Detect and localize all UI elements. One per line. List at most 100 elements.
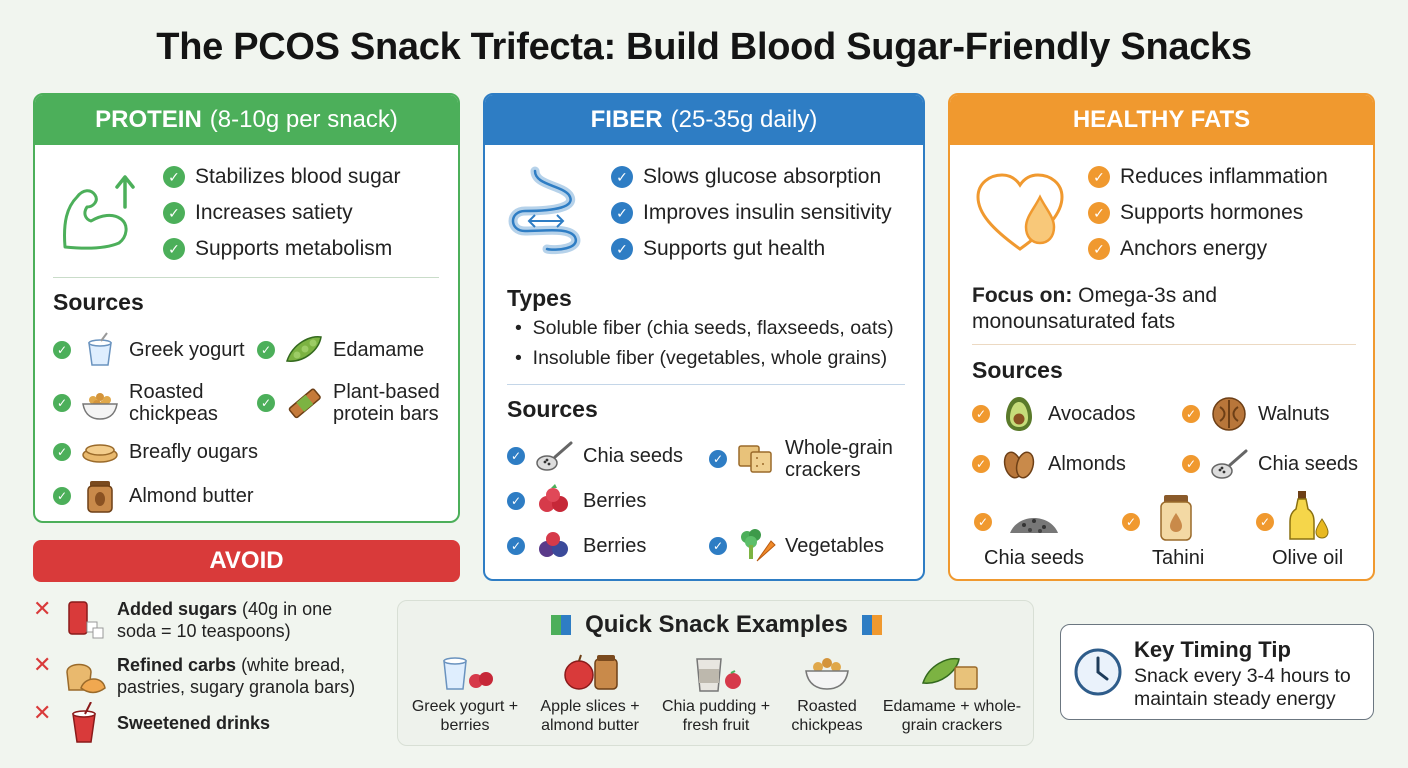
fiber-card: FIBER (25-35g daily) ✓Slows glucose abso… bbox=[483, 93, 925, 581]
check-icon: ✓ bbox=[1182, 405, 1200, 423]
check-icon: ✓ bbox=[257, 341, 275, 359]
fiber-types-heading: Types bbox=[507, 285, 572, 311]
fiber-subheading: (25-35g daily) bbox=[670, 106, 818, 133]
quick-snack-item-2: Apple slices + almond butter bbox=[530, 651, 650, 735]
spoon-seeds-icon bbox=[536, 441, 573, 471]
protein-source-greek-yogurt: ✓ Greek yogurt bbox=[53, 331, 245, 369]
avoid-item-added-sugars: ✕ Added sugars (40g in one soda = 10 tea… bbox=[33, 596, 333, 642]
timing-tip-text: Snack every 3-4 hours to maintain steady… bbox=[1134, 665, 1351, 710]
fats-source-chia-seeds: ✓ Chia seeds bbox=[1182, 445, 1358, 483]
bread-slices-icon bbox=[82, 444, 118, 463]
fats-source-chia-seeds-2: Chia seeds bbox=[984, 547, 1085, 569]
almonds-icon bbox=[1003, 451, 1035, 479]
fats-benefit-3: ✓Anchors energy bbox=[1088, 237, 1267, 261]
fats-focus: Focus on: Omega-3s and monounsaturated f… bbox=[972, 283, 1272, 335]
check-icon: ✓ bbox=[1088, 166, 1110, 188]
quick-snack-panel: Quick Snack Examples Greek yogurt + berr… bbox=[397, 600, 1034, 746]
color-swatch-icon bbox=[871, 615, 882, 635]
check-icon: ✓ bbox=[709, 450, 727, 468]
fats-header: HEALTHY FATS bbox=[950, 95, 1373, 145]
olive-oil-bottle-icon bbox=[1289, 491, 1329, 540]
heart-drop-icon bbox=[976, 173, 1064, 251]
intestine-icon bbox=[508, 166, 581, 255]
timing-tip-heading: Key Timing Tip bbox=[1134, 637, 1291, 662]
check-icon: ✓ bbox=[972, 405, 990, 423]
color-swatch-icon bbox=[551, 615, 562, 635]
check-icon: ✓ bbox=[1122, 513, 1140, 531]
broccoli-carrot-icon bbox=[741, 529, 776, 562]
avoid-item-refined-carbs: ✕ Refined carbs (white bread, pastries, … bbox=[33, 652, 356, 698]
fats-source-olive-oil: Olive oil bbox=[1272, 547, 1344, 569]
divider bbox=[53, 277, 439, 278]
fiber-sources-heading: Sources bbox=[507, 396, 598, 422]
spoon-seeds-icon bbox=[1211, 449, 1248, 479]
check-icon: ✓ bbox=[507, 447, 525, 465]
fats-source-avocados: ✓ Avocados bbox=[972, 395, 1135, 433]
check-icon: ✓ bbox=[1182, 455, 1200, 473]
protein-benefit-2: ✓Increases satiety bbox=[163, 201, 353, 225]
fiber-source-chia-seeds: ✓ Chia seeds bbox=[507, 437, 683, 475]
check-icon: ✓ bbox=[163, 202, 185, 224]
soda-can-icon bbox=[68, 601, 104, 639]
page-title: The PCOS Snack Trifecta: Build Blood Sug… bbox=[156, 26, 1252, 68]
yogurt-berries-icon bbox=[443, 657, 493, 690]
edamame-crackers-icon bbox=[921, 657, 978, 690]
check-icon: ✓ bbox=[974, 513, 992, 531]
fats-focus-label: Focus on: bbox=[972, 284, 1073, 307]
check-icon: ✓ bbox=[1088, 238, 1110, 260]
quick-snack-item-4: Roasted chickpeas bbox=[782, 651, 872, 735]
check-icon: ✓ bbox=[611, 238, 633, 260]
check-icon: ✓ bbox=[163, 166, 185, 188]
protein-subheading: (8-10g per snack) bbox=[209, 106, 398, 133]
check-icon: ✓ bbox=[53, 487, 71, 505]
protein-source-3: ✓ Breafly ougars bbox=[53, 433, 258, 471]
fiber-source-vegetables: ✓ Vegetables bbox=[709, 527, 884, 565]
edamame-icon bbox=[285, 335, 322, 362]
almond-butter-jar-icon bbox=[87, 481, 113, 513]
protein-source-edamame: ✓ Edamame bbox=[257, 331, 424, 369]
fiber-benefit-3: ✓Supports gut health bbox=[611, 237, 825, 261]
avoid-item-sweetened-drinks: ✕ Sweetened drinks bbox=[33, 702, 270, 744]
yogurt-cup-icon bbox=[88, 332, 112, 366]
cup-straw-icon bbox=[72, 702, 96, 743]
x-icon: ✕ bbox=[33, 596, 52, 621]
quick-snack-item-5: Edamame + whole-grain crackers bbox=[874, 651, 1030, 735]
walnut-icon bbox=[1212, 397, 1246, 431]
divider bbox=[507, 384, 905, 385]
fats-heading: HEALTHY FATS bbox=[1072, 106, 1251, 133]
bread-croissant-icon bbox=[66, 663, 106, 694]
protein-sources-heading: Sources bbox=[53, 289, 144, 315]
fats-card: HEALTHY FATS ✓Reduces inflammation ✓Supp… bbox=[948, 93, 1375, 581]
protein-source-almond-butter: ✓ Almond butter bbox=[53, 477, 254, 515]
x-icon: ✕ bbox=[33, 700, 52, 725]
tahini-jar-icon bbox=[1160, 495, 1192, 541]
color-swatch-icon bbox=[861, 615, 872, 635]
crackers-icon bbox=[738, 445, 772, 473]
flexed-arm-icon bbox=[63, 175, 135, 250]
check-icon: ✓ bbox=[507, 537, 525, 555]
check-icon: ✓ bbox=[163, 238, 185, 260]
protein-heading: PROTEIN bbox=[95, 106, 202, 133]
avocado-icon bbox=[1006, 397, 1032, 431]
protein-bar-icon bbox=[288, 388, 321, 419]
fiber-source-whole-grain-crackers: ✓ Whole-grain crackers bbox=[709, 437, 905, 481]
mixed-berries-icon bbox=[539, 532, 568, 557]
chickpea-bowl-icon bbox=[82, 393, 118, 420]
chia-seed-pile-icon bbox=[1010, 518, 1058, 533]
color-swatch-icon bbox=[561, 615, 572, 635]
fiber-type-insoluble: • Insoluble fiber (vegetables, whole gra… bbox=[515, 347, 888, 369]
fiber-header: FIBER (25-35g daily) bbox=[485, 95, 923, 145]
raspberries-icon bbox=[539, 484, 568, 512]
protein-header: PROTEIN (8-10g per snack) bbox=[35, 95, 458, 145]
fats-source-tahini: Tahini bbox=[1152, 547, 1205, 569]
timing-tip-box: Key Timing Tip Snack every 3-4 hours to … bbox=[1060, 624, 1374, 720]
clock-icon bbox=[1074, 648, 1122, 696]
divider bbox=[972, 344, 1356, 345]
fats-benefit-1: ✓Reduces inflammation bbox=[1088, 165, 1328, 189]
quick-snack-item-3: Chia pudding + fresh fruit bbox=[656, 651, 776, 735]
check-icon: ✓ bbox=[709, 537, 727, 555]
fiber-benefit-2: ✓Improves insulin sensitivity bbox=[611, 201, 892, 225]
check-icon: ✓ bbox=[611, 202, 633, 224]
protein-card: PROTEIN (8-10g per snack) ✓Stabilizes bl… bbox=[33, 93, 460, 523]
check-icon: ✓ bbox=[53, 394, 71, 412]
